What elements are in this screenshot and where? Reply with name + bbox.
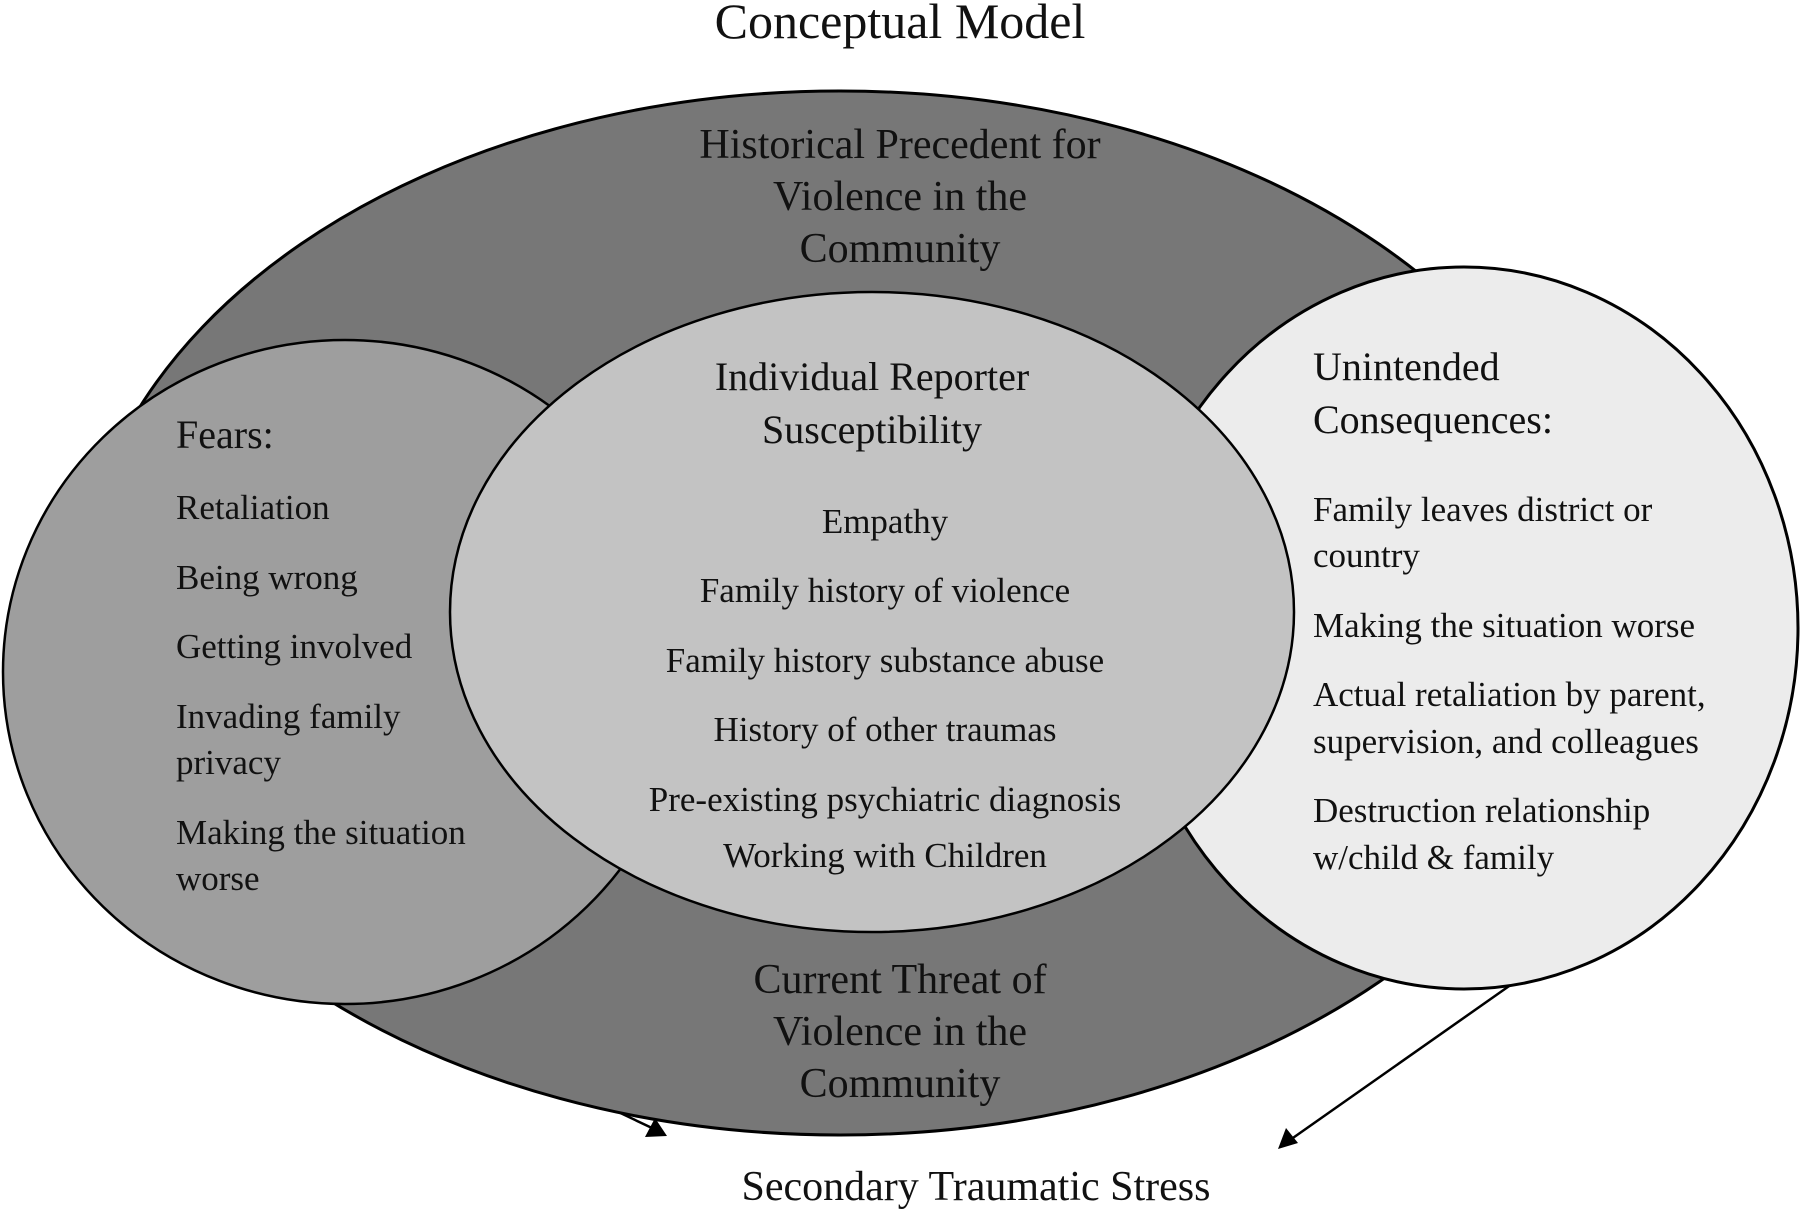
current-threat-line-3: Community [800, 1061, 1001, 1107]
consequences-item: Destruction relationship [1313, 791, 1650, 830]
historical-precedent-line-3: Community [800, 226, 1001, 272]
arrowhead-right [1278, 1128, 1298, 1149]
susceptibility-item: Pre-existing psychiatric diagnosis [649, 780, 1121, 819]
historical-precedent-label: Historical Precedent for Violence in the… [699, 122, 1100, 272]
fears-item: Retaliation [176, 488, 330, 527]
current-threat-line-1: Current Threat of [753, 957, 1046, 1003]
consequences-item-cont: w/child & family [1313, 838, 1555, 877]
diagram-title: Conceptual Model [715, 0, 1086, 49]
fears-item: Making the situation [176, 813, 466, 852]
fears-item-cont: privacy [176, 743, 281, 782]
susceptibility-ellipse [448, 290, 1296, 934]
susceptibility-heading-line-2: Susceptibility [762, 407, 982, 452]
secondary-traumatic-stress-label: Secondary Traumatic Stress [742, 1164, 1211, 1210]
historical-precedent-line-1: Historical Precedent for [699, 122, 1100, 168]
susceptibility-heading-line-1: Individual Reporter [715, 354, 1029, 399]
historical-precedent-line-2: Violence in the [773, 174, 1027, 220]
fears-list: Fears: Retaliation Being wrong Getting i… [176, 412, 466, 898]
consequences-item-cont: country [1313, 536, 1420, 575]
consequences-heading-line-1: Unintended [1313, 344, 1500, 389]
consequences-item: Making the situation worse [1313, 606, 1695, 645]
susceptibility-list: Individual Reporter Susceptibility Empat… [649, 354, 1121, 875]
arrow-consequences-to-stress [1289, 982, 1513, 1142]
fears-item: Getting involved [176, 627, 413, 666]
consequences-item: Actual retaliation by parent, [1313, 675, 1706, 714]
fears-item-cont: worse [176, 859, 260, 898]
susceptibility-item: Family history of violence [700, 571, 1070, 610]
consequences-heading-line-2: Consequences: [1313, 397, 1553, 442]
susceptibility-item: History of other traumas [713, 710, 1056, 749]
fears-item: Invading family [176, 697, 401, 736]
consequences-item: Family leaves district or [1313, 490, 1653, 529]
current-threat-line-2: Violence in the [773, 1009, 1027, 1055]
susceptibility-item: Family history substance abuse [666, 641, 1104, 680]
fears-item: Being wrong [176, 558, 358, 597]
consequences-list: Unintended Consequences: Family leaves d… [1313, 344, 1706, 877]
arrowhead-left [645, 1118, 667, 1137]
fears-heading: Fears: [176, 412, 274, 457]
susceptibility-item: Working with Children [723, 836, 1047, 875]
current-threat-label: Current Threat of Violence in the Commun… [753, 957, 1046, 1107]
consequences-item-cont: supervision, and colleagues [1313, 722, 1699, 761]
susceptibility-item: Empathy [822, 502, 949, 541]
